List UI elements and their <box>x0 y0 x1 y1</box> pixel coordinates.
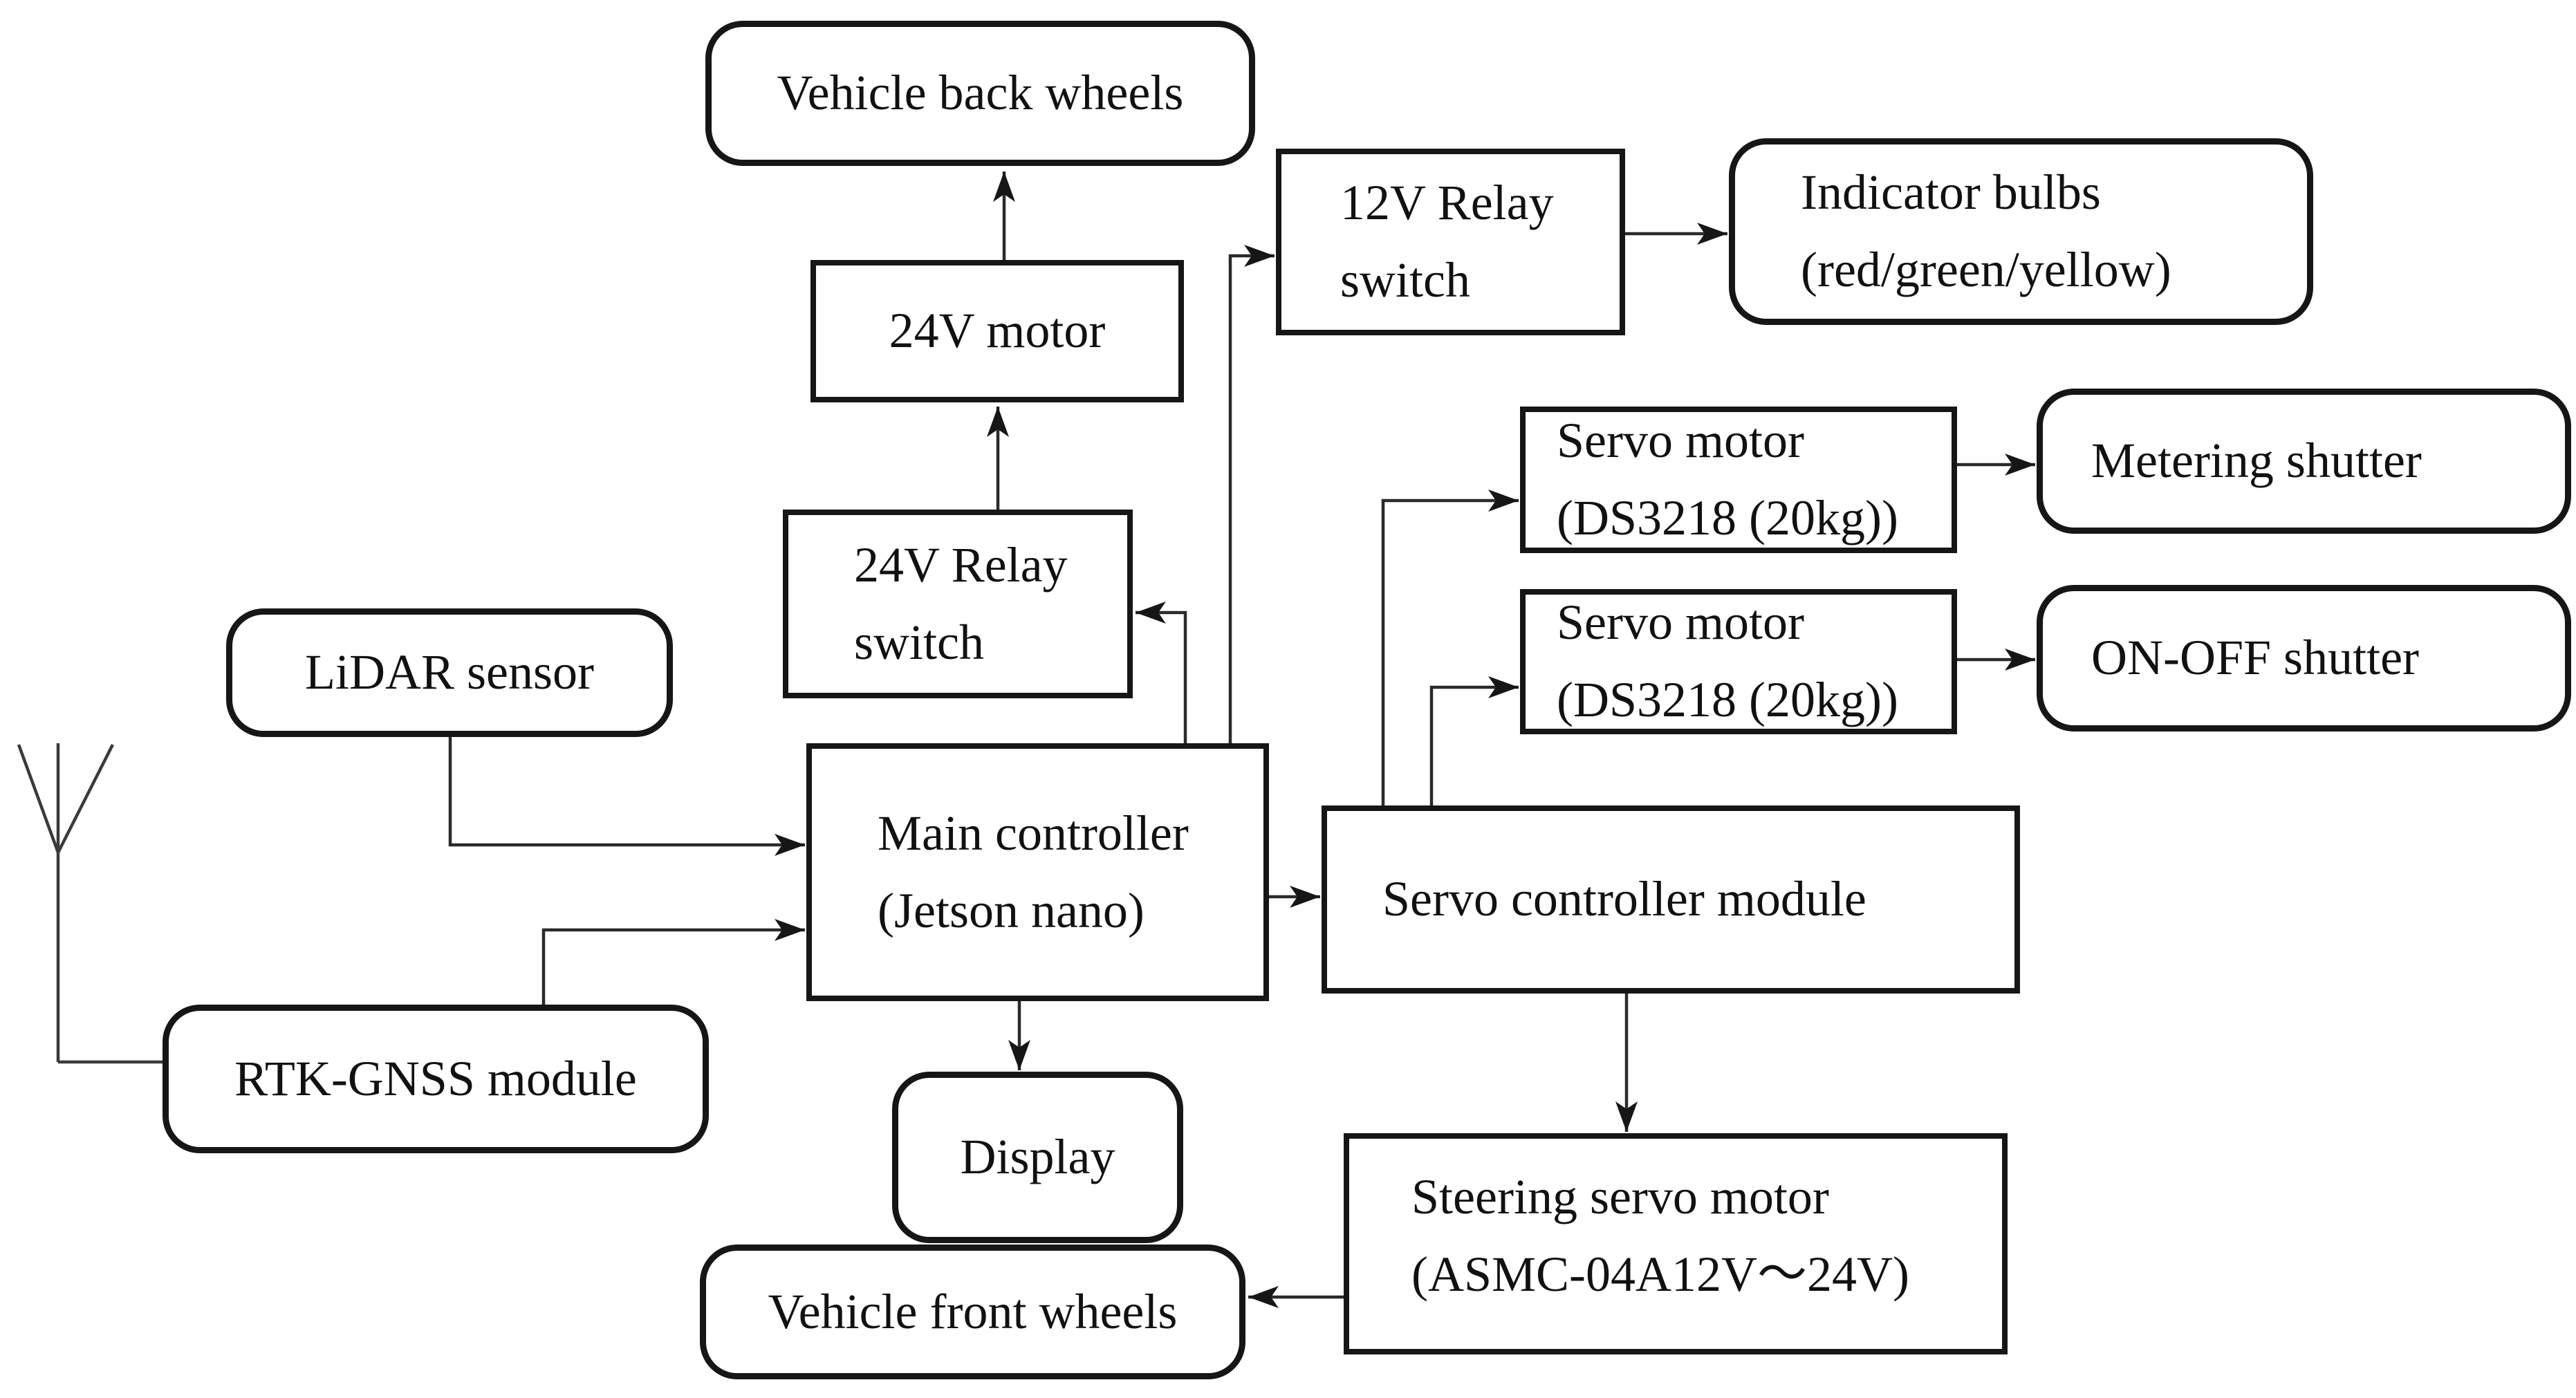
gnss-antenna-icon <box>17 743 164 1064</box>
node-24v-relay-switch: 24V Relay switch <box>783 510 1133 698</box>
arrow-servo-controller-to-servo1 <box>1381 490 1519 805</box>
node-vehicle-back-wheels: Vehicle back wheels <box>705 21 1255 166</box>
node-rtk-gnss-module: RTK-GNSS module <box>163 1005 709 1153</box>
node-indicator-bulbs-label: Indicator bulbs (red/green/yellow) <box>1801 165 2171 297</box>
arrow-main-to-relay12v <box>1228 245 1275 743</box>
node-servo-motor-1: Servo motor (DS3218 (20kg)) <box>1520 407 1957 553</box>
node-lidar-sensor-label: LiDAR sensor <box>305 644 594 700</box>
node-steering-servo-motor-label: Steering servo motor (ASMC-04A12V～24V) <box>1411 1169 1909 1302</box>
node-24v-motor-label: 24V motor <box>889 303 1106 359</box>
arrow-main-to-relay24v <box>1136 602 1187 743</box>
arrow-servo-controller-to-servo2 <box>1429 676 1519 805</box>
node-main-controller: Main controller (Jetson nano) <box>806 743 1269 1001</box>
node-vehicle-front-wheels: Vehicle front wheels <box>700 1245 1245 1379</box>
node-display-label: Display <box>960 1129 1115 1185</box>
node-metering-shutter: Metering shutter <box>2037 389 2571 534</box>
node-servo-motor-1-label: Servo motor (DS3218 (20kg)) <box>1557 413 1898 546</box>
node-main-controller-label: Main controller (Jetson nano) <box>878 805 1189 938</box>
node-12v-relay-switch: 12V Relay switch <box>1276 149 1625 335</box>
node-servo-motor-2: Servo motor (DS3218 (20kg)) <box>1520 589 1957 734</box>
node-on-off-shutter: ON-OFF shutter <box>2037 585 2571 731</box>
node-vehicle-front-wheels-label: Vehicle front wheels <box>768 1283 1178 1339</box>
node-servo-motor-2-label: Servo motor (DS3218 (20kg)) <box>1557 595 1898 727</box>
node-24v-relay-switch-label: 24V Relay switch <box>854 537 1068 670</box>
node-indicator-bulbs: Indicator bulbs (red/green/yellow) <box>1729 138 2313 325</box>
node-24v-motor: 24V motor <box>810 260 1184 402</box>
node-steering-servo-motor: Steering servo motor (ASMC-04A12V～24V) <box>1344 1133 2008 1354</box>
arrow-rtk-to-main <box>541 919 805 1005</box>
node-12v-relay-switch-label: 12V Relay switch <box>1340 175 1554 308</box>
node-display: Display <box>892 1072 1183 1243</box>
node-rtk-gnss-module-label: RTK-GNSS module <box>234 1050 637 1106</box>
node-servo-controller-module: Servo controller module <box>1322 805 2020 994</box>
node-servo-controller-module-label: Servo controller module <box>1382 871 1866 927</box>
node-on-off-shutter-label: ON-OFF shutter <box>2091 630 2420 686</box>
node-vehicle-back-wheels-label: Vehicle back wheels <box>777 65 1184 121</box>
node-metering-shutter-label: Metering shutter <box>2091 433 2422 489</box>
arrow-lidar-to-main <box>448 737 805 856</box>
node-lidar-sensor: LiDAR sensor <box>226 608 673 737</box>
